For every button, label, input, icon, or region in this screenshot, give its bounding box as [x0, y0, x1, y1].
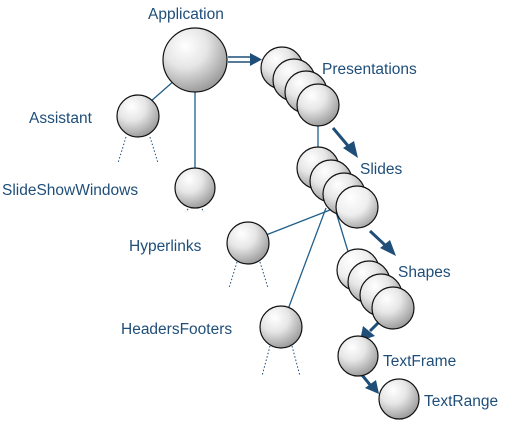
label-textrange: TextRange — [424, 393, 498, 410]
hyperlinks-dashed-legs — [228, 261, 269, 289]
label-headersfooters: HeadersFooters — [121, 321, 232, 338]
application-node — [162, 27, 228, 93]
slides-node-stack — [296, 146, 379, 229]
connector-application-assistant — [149, 79, 176, 103]
presentations-node-stack — [260, 46, 340, 127]
connector-slides-hyperlinks — [265, 209, 331, 236]
headersfooters-dashed-legs — [261, 345, 301, 377]
assistant-dashed-legs — [117, 136, 159, 164]
label-hyperlinks: Hyperlinks — [129, 238, 202, 255]
shapes-node-stack — [336, 248, 415, 330]
connector-slides-headersfooters — [286, 207, 327, 313]
label-textframe: TextFrame — [383, 353, 456, 370]
label-assistant: Assistant — [29, 110, 93, 127]
label-application: Application — [148, 6, 224, 23]
connector-slides-shapes — [335, 211, 351, 259]
arrow-textframe-textrange — [360, 374, 379, 394]
arrow-presentations-slides — [331, 127, 358, 158]
textrange-node — [378, 378, 420, 420]
assistant-node — [116, 94, 160, 138]
label-slideshowwindows: SlideShowWindows — [2, 182, 138, 199]
textframe-node — [337, 335, 379, 377]
label-presentations: Presentations — [322, 61, 417, 78]
arrow-application-presentations — [228, 53, 262, 66]
hyperlinks-node — [226, 221, 270, 265]
label-shapes: Shapes — [398, 264, 451, 281]
label-slides: Slides — [360, 161, 402, 178]
headersfooters-node — [259, 305, 303, 349]
arrow-slides-shapes — [368, 229, 396, 256]
slideshowwindows-node — [174, 167, 216, 209]
